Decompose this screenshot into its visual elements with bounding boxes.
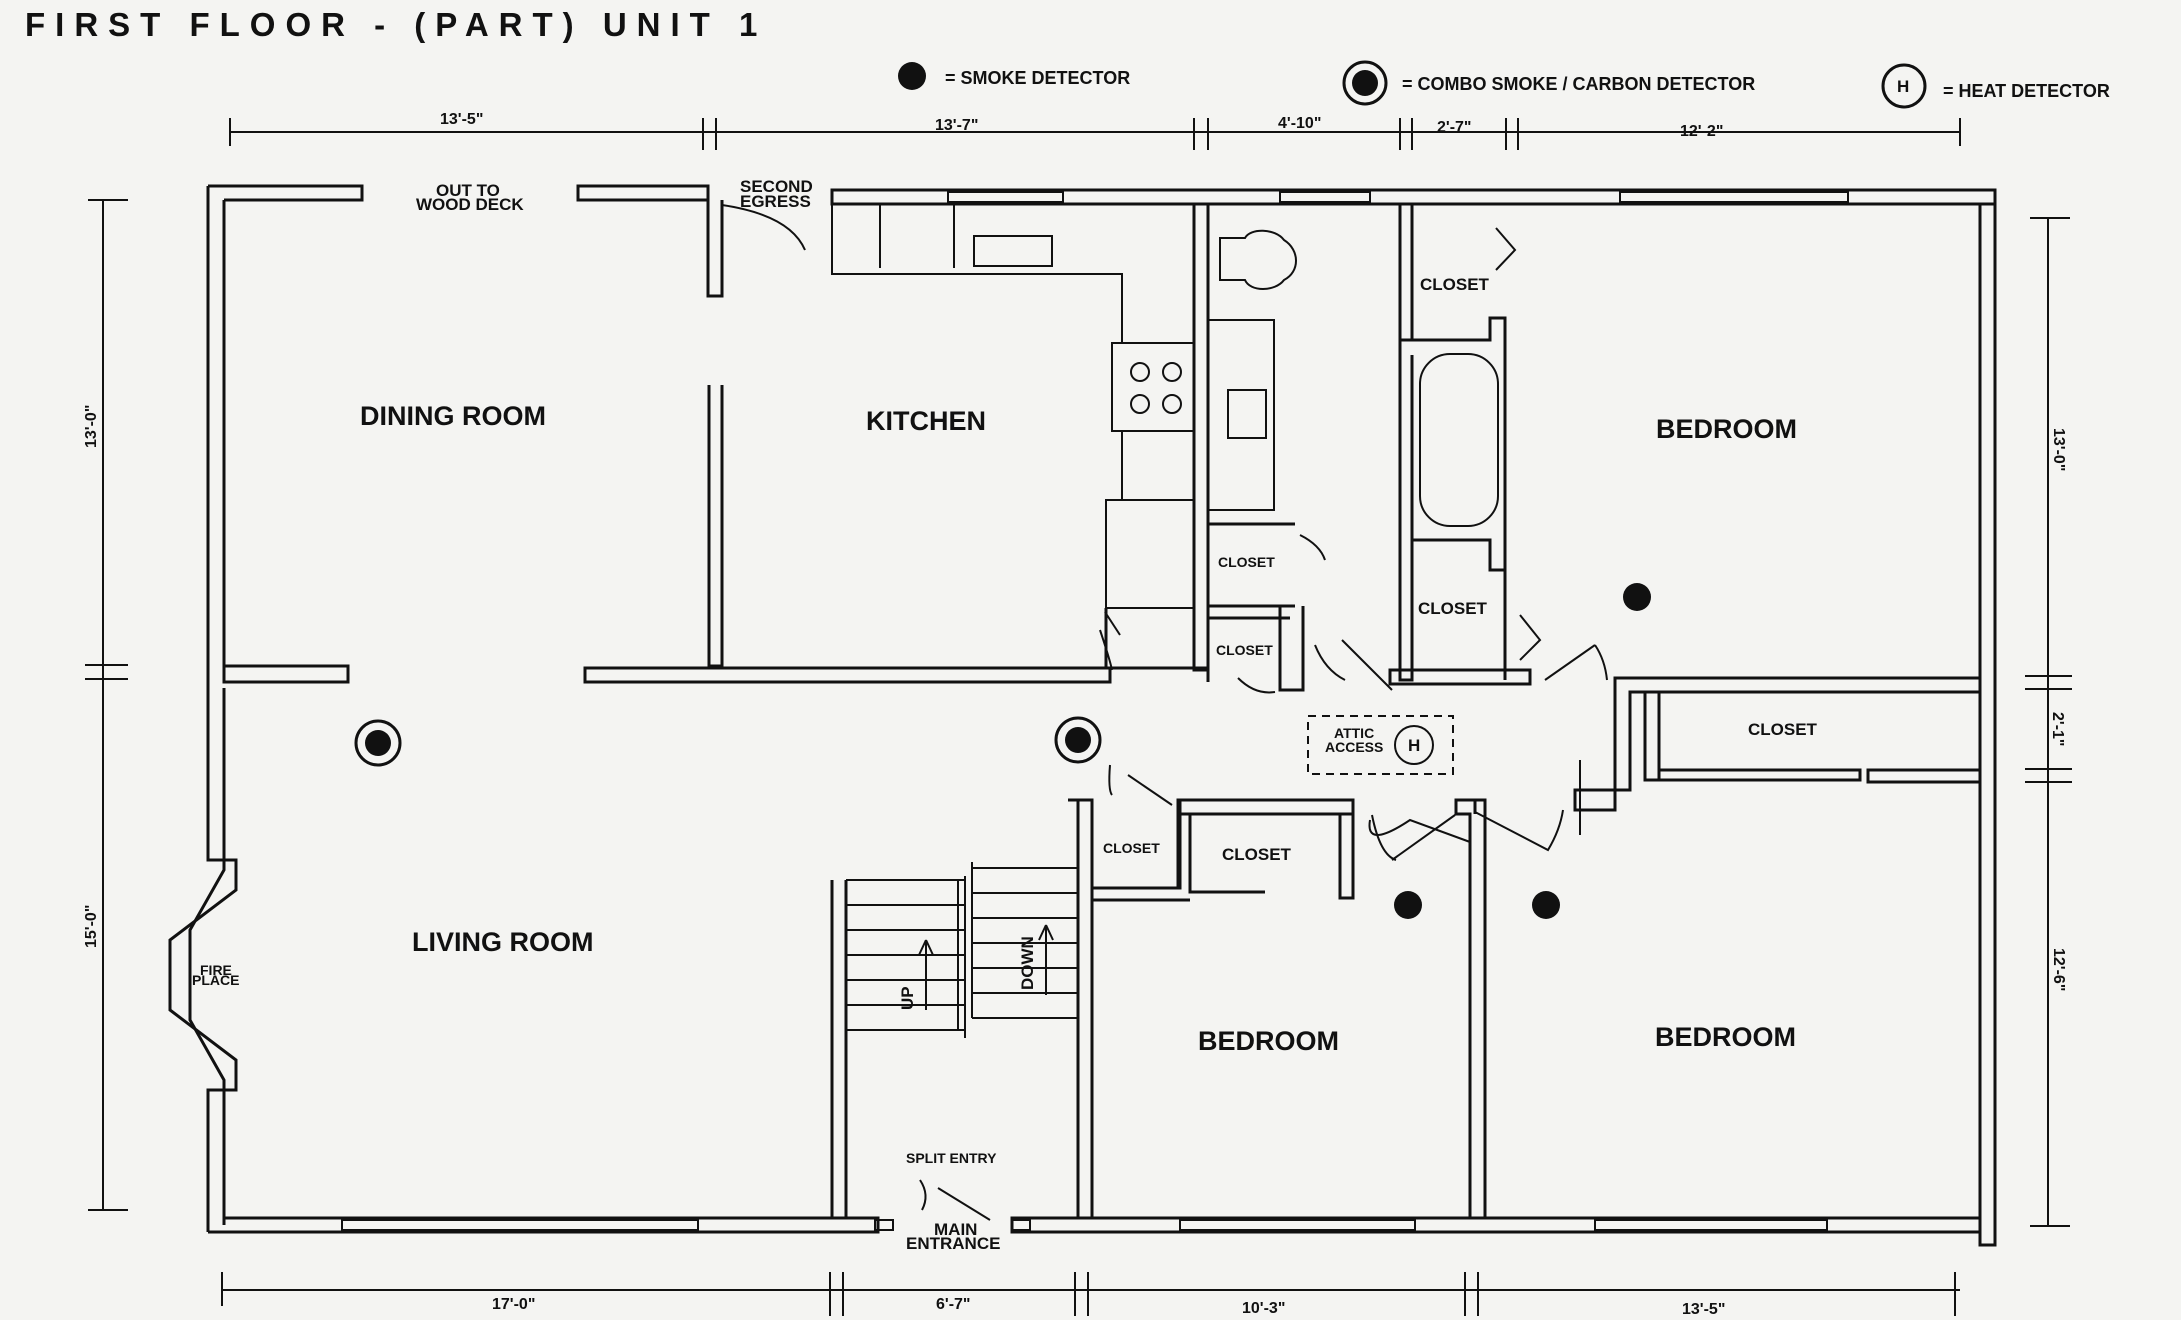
- legend-heat-label: = HEAT DETECTOR: [1943, 81, 2110, 101]
- attic-label-1: ATTIC: [1334, 725, 1374, 741]
- legend-combo-label: = COMBO SMOKE / CARBON DETECTOR: [1402, 74, 1755, 94]
- dim-top-1: 13'-5": [440, 111, 483, 128]
- stair-up-arrow-icon: [918, 939, 934, 1010]
- split-entry-label: SPLIT ENTRY: [906, 1150, 997, 1166]
- room-bedroom-se-label: BEDROOM: [1655, 1022, 1796, 1052]
- egress-label-2: EGRESS: [740, 192, 811, 211]
- plan-title: FIRST FLOOR - (PART) UNIT 1: [25, 6, 767, 43]
- smoke-detector-icon: [898, 62, 926, 90]
- combo-detector-icon: [1342, 60, 1388, 106]
- smoke-detector-bedroom-s-icon: [1394, 891, 1422, 919]
- deck-label-1: OUT TO: [436, 181, 500, 200]
- room-kitchen-label: KITCHEN: [866, 406, 986, 436]
- interior-walls: [222, 204, 1982, 1221]
- dim-right-2: 2'-1": [2049, 712, 2066, 747]
- attic-heat-symbol: H: [1408, 736, 1420, 755]
- windows: [341, 191, 1849, 1231]
- stair-down-label: DOWN: [1018, 936, 1037, 990]
- closet-hall-label: CLOSET: [1418, 599, 1488, 618]
- bottom-dimension-line: [221, 1272, 1960, 1316]
- heat-detector-attic-icon: [1394, 725, 1434, 765]
- egress-label-1: SECOND: [740, 177, 813, 196]
- exterior-walls: [168, 184, 1997, 1247]
- smoke-detector-bedroom-se-icon: [1532, 891, 1560, 919]
- attic-access-hatch: [1307, 715, 1454, 775]
- fireplace-label-2: PLACE: [192, 972, 239, 988]
- room-bedroom-s-label: BEDROOM: [1198, 1026, 1339, 1056]
- heat-detector-symbol: H: [1897, 77, 1909, 96]
- main-entrance-label-2: ENTRANCE: [906, 1234, 1000, 1253]
- deck-label-2: WOOD DECK: [416, 195, 524, 214]
- fireplace-label-1: FIRE: [200, 962, 232, 978]
- closet-stair-label: CLOSET: [1103, 840, 1160, 856]
- dim-top-3: 4'-10": [1278, 115, 1321, 132]
- closet-small-2-label: CLOSET: [1216, 642, 1273, 658]
- left-dimension-line: [85, 199, 128, 1211]
- room-living-label: LIVING ROOM: [412, 927, 594, 957]
- dim-bottom-2: 6'-7": [936, 1296, 971, 1313]
- closet-bath-label: CLOSET: [1420, 275, 1490, 294]
- closet-bedroom-label: CLOSET: [1748, 720, 1818, 739]
- closet-entry-label: CLOSET: [1222, 845, 1292, 864]
- room-dining-label: DINING ROOM: [360, 401, 546, 431]
- main-entrance-label-1: MAIN: [934, 1220, 977, 1239]
- dim-top-2: 13'-7": [935, 117, 978, 134]
- closet-small-1-label: CLOSET: [1218, 554, 1275, 570]
- smoke-detector-bedroom-ne-icon: [1623, 583, 1651, 611]
- dim-top-4: 2'-7": [1437, 119, 1472, 136]
- combo-detector-living-icon: [354, 719, 402, 767]
- dim-left-2: 15'-0": [83, 905, 100, 948]
- right-dimension-line: [2025, 217, 2072, 1227]
- heat-detector-icon: [1881, 63, 1927, 109]
- dim-bottom-4: 13'-5": [1682, 1301, 1725, 1318]
- attic-label-2: ACCESS: [1325, 739, 1383, 755]
- combo-detector-hall-icon: [1054, 716, 1102, 764]
- legend-smoke-label: = SMOKE DETECTOR: [945, 68, 1130, 88]
- room-bedroom-ne-label: BEDROOM: [1656, 414, 1797, 444]
- top-dimension-line: [229, 118, 1961, 150]
- dim-bottom-1: 17'-0": [492, 1296, 535, 1313]
- dim-top-5: 12'-2": [1680, 123, 1723, 140]
- dim-right-1: 13'-0": [2050, 428, 2067, 471]
- dim-bottom-3: 10'-3": [1242, 1300, 1285, 1317]
- dim-left-1: 13'-0": [83, 405, 100, 448]
- dim-right-3: 12'-6": [2050, 948, 2067, 991]
- stair-down-arrow-icon: [1038, 924, 1054, 995]
- stair-up-label: UP: [898, 986, 917, 1010]
